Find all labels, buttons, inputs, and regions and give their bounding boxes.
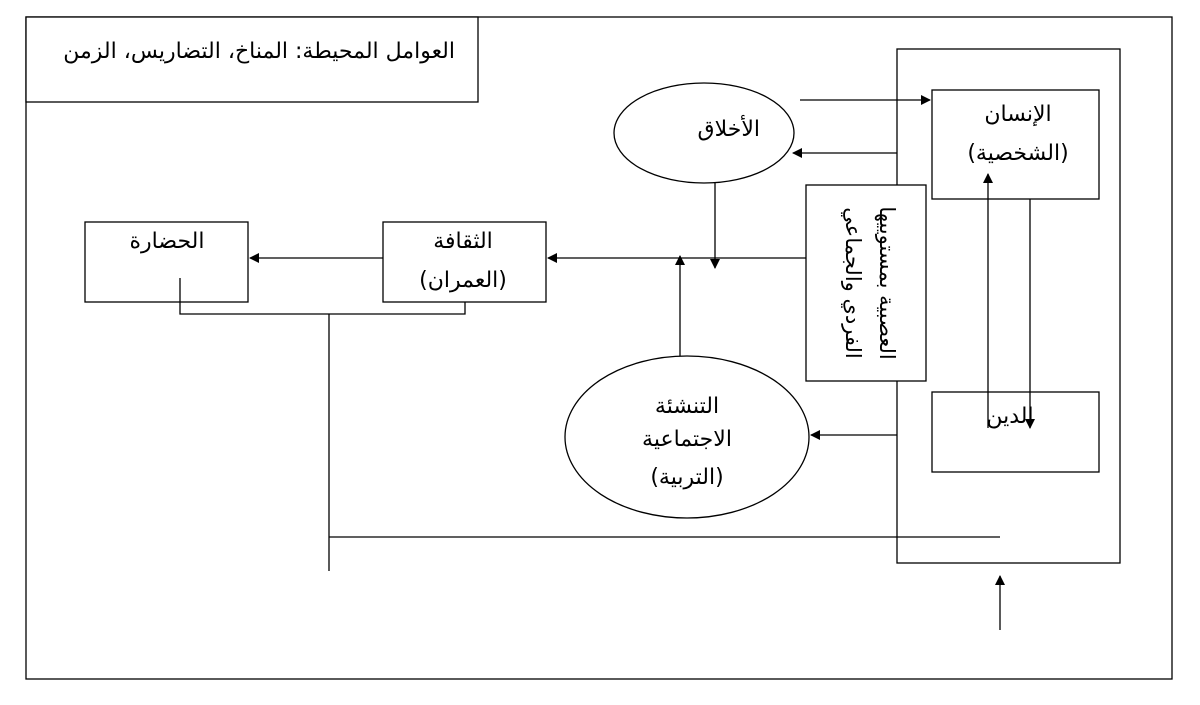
civilization-label: الحضارة [130, 229, 205, 254]
socialization-ellipse [564, 355, 810, 519]
religion-label: الدين [986, 404, 1033, 429]
nervousness-label-1: العصبية بمستوييها [875, 206, 899, 359]
culture-label-2: (العمران) [419, 268, 507, 293]
feedback-bracket [179, 278, 466, 315]
human-label-2: (الشخصية) [967, 141, 1068, 166]
environment-box [25, 16, 479, 103]
environment-label: العوامل المحيطة: المناخ، التضاريس، الزمن [63, 39, 455, 64]
socialization-label-2: الاجتماعية [642, 427, 732, 452]
religion-box [931, 391, 1100, 473]
human-label-1: الإنسان [984, 102, 1051, 127]
culture-label-1: الثقافة [433, 229, 493, 254]
human-box [931, 89, 1100, 200]
outer-frame [25, 16, 1173, 680]
nervousness-box [805, 184, 927, 382]
ethics-label: الأخلاق [698, 115, 760, 142]
ethics-ellipse [613, 82, 795, 184]
civilization-box [84, 221, 249, 303]
nervousness-label-2: الفردي والجماعي [841, 207, 865, 358]
socialization-label-3: (التربية) [650, 465, 723, 490]
socialization-label-1: التنشئة [655, 394, 719, 419]
